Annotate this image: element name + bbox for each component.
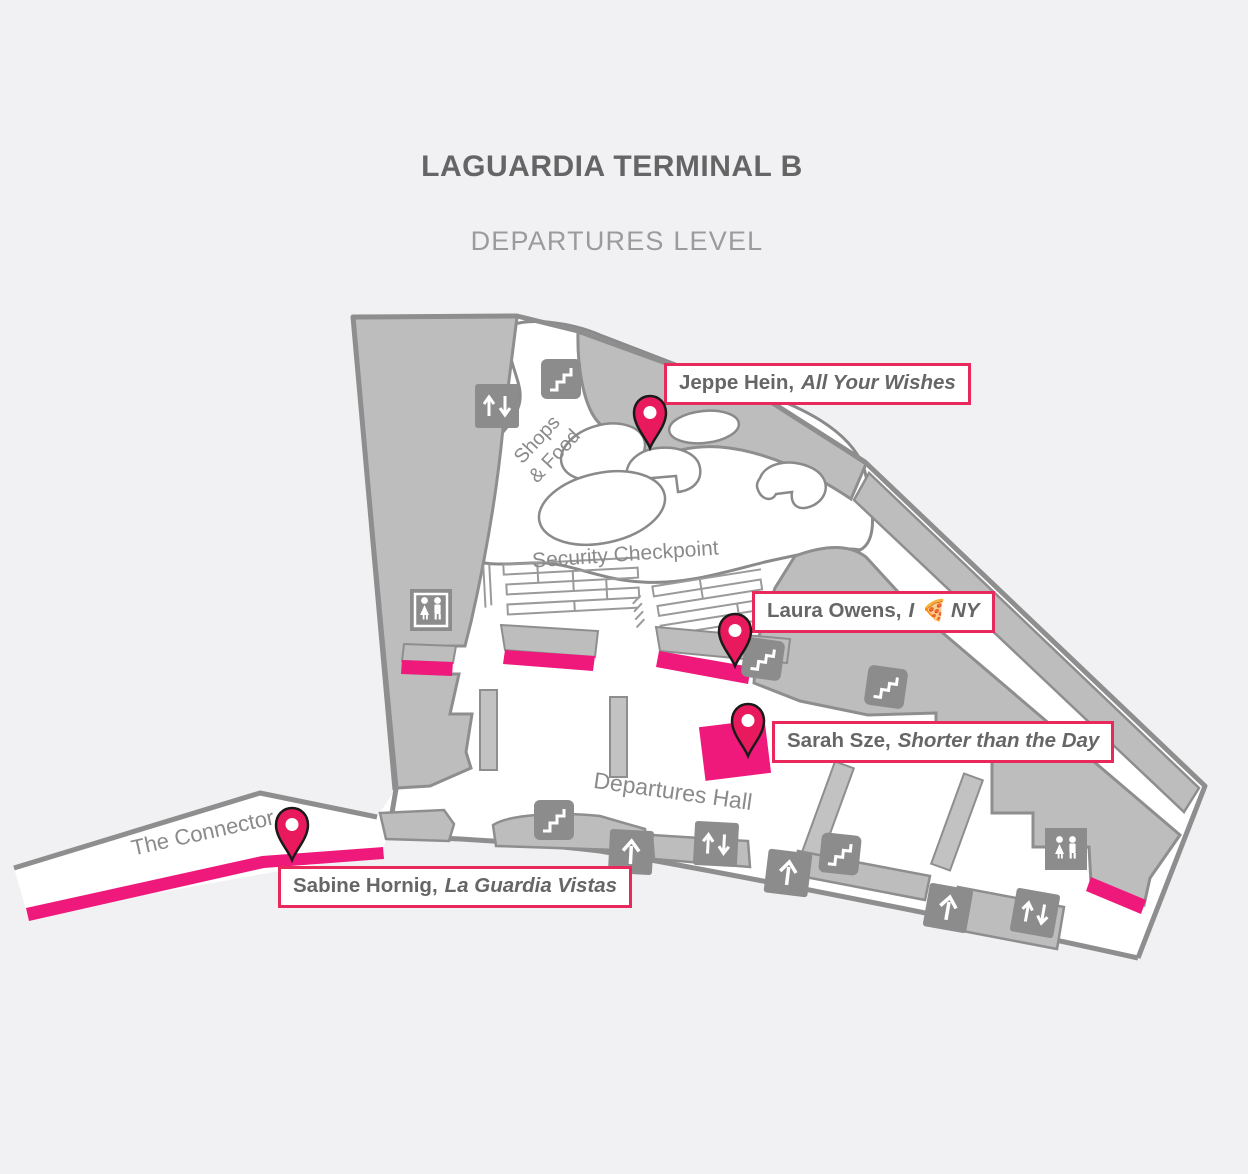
- location-pin-icon: [274, 806, 310, 863]
- artwork-label-sabine-hornig: Sabine Hornig, La Guardia Vistas: [278, 866, 633, 908]
- stairs-icon: [532, 798, 576, 842]
- location-pin-icon: [632, 394, 668, 451]
- up-arrow-icon: [920, 880, 976, 936]
- page-title: LAGUARDIA TERMINAL B: [421, 150, 803, 183]
- connector-artwork-strip: [26, 847, 384, 921]
- pillars: [479, 689, 985, 872]
- shop-blobs: [537, 409, 827, 546]
- stairs-icon: [816, 830, 864, 878]
- artwork-title: La Guardia Vistas: [444, 874, 618, 897]
- artwork-title: Shorter than the Day: [897, 729, 1100, 752]
- artist-name: Sarah Sze,: [787, 729, 891, 752]
- location-pin-icon: [730, 702, 766, 759]
- terminal-footprint: [14, 316, 1205, 958]
- artwork-label-laura-owens: Laura Owens, I 🍕 NY: [752, 591, 995, 633]
- artist-name: Laura Owens,: [767, 599, 902, 622]
- stairs-icon: [539, 357, 583, 401]
- elevator-icon: [473, 382, 521, 430]
- elevator-icon: [691, 819, 741, 869]
- restroom-icon: [1045, 828, 1087, 870]
- stairs-icon: [861, 662, 911, 712]
- wayfinding-icons: [410, 357, 1087, 940]
- artwork-label-jeppe-hein: Jeppe Hein, All Your Wishes: [664, 363, 971, 405]
- artwork-label-sarah-sze: Sarah Sze, Shorter than the Day: [772, 721, 1115, 763]
- up-arrow-icon: [761, 846, 815, 900]
- artist-name: Sabine Hornig,: [293, 874, 438, 897]
- page-subtitle: DEPARTURES LEVEL: [470, 226, 764, 256]
- restroom-icon: [410, 589, 452, 631]
- artwork-title: I 🍕 NY: [908, 599, 980, 622]
- artwork-title: All Your Wishes: [801, 371, 956, 394]
- location-pin-icon: [717, 612, 753, 669]
- elevator-icon: [1008, 886, 1062, 940]
- artist-name: Jeppe Hein,: [679, 371, 795, 394]
- left-concourse: [351, 315, 519, 790]
